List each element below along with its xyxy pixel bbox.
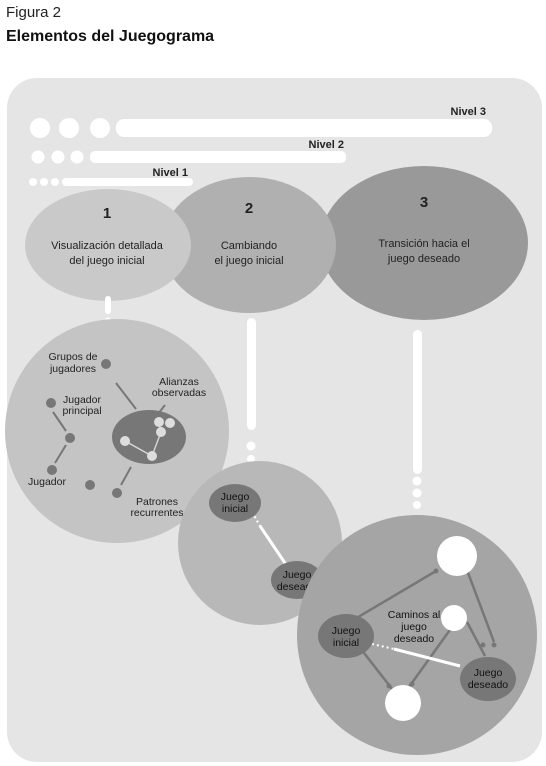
level1-bar (62, 178, 193, 186)
deseado-line1: Juego (474, 667, 503, 679)
white-node (437, 536, 477, 576)
deseado-line1: Juego (283, 569, 312, 581)
stage2-number: 2 (245, 200, 253, 217)
stage3-number: 3 (420, 194, 428, 211)
player-dot (46, 398, 56, 408)
level2-dot (51, 150, 65, 164)
player-dot (112, 488, 122, 498)
label-principal-line2: principal (62, 405, 101, 417)
alliance-dot (156, 427, 166, 437)
caminos-line3: deseado (394, 633, 434, 645)
alliance-dot (165, 418, 175, 428)
label-patrones-line2: recurrentes (130, 507, 183, 519)
stage1-ellipse (25, 189, 191, 301)
juego-inicial-node (318, 614, 374, 658)
path-line (393, 647, 461, 668)
caminos-line1: Caminos al (388, 609, 441, 621)
stage2-ellipse (162, 177, 336, 313)
figure-label: Figura 2 (6, 4, 62, 21)
level3-dot (59, 118, 79, 138)
level2-label: Nivel 2 (309, 139, 344, 151)
player-dot (85, 480, 95, 490)
level2-dot (31, 150, 45, 164)
figure-title: Elementos del Juegograma (6, 28, 215, 45)
label-alianzas-line2: observadas (152, 387, 206, 399)
label-principal-line1: Jugador (63, 394, 101, 406)
inicial-line2: inicial (333, 637, 359, 649)
path-line (258, 525, 289, 567)
deseado-line2: deseado (468, 679, 508, 691)
player-dot (101, 359, 111, 369)
stage3-ellipse (320, 166, 528, 320)
white-node (385, 685, 421, 721)
level3-dot (30, 118, 50, 138)
level2-bar (90, 151, 346, 163)
stage2-text-line1: Cambiando (221, 240, 277, 252)
juego-inicial-node (209, 484, 261, 522)
level1-dot (40, 178, 48, 186)
player-dot (47, 465, 57, 475)
connector-3 (412, 330, 422, 509)
label-alianzas-line1: Alianzas (159, 376, 199, 388)
level3-bar (116, 119, 492, 137)
stage1-text-line1: Visualización detallada (51, 240, 164, 252)
level1-dot (51, 178, 59, 186)
label-grupos-line2: jugadores (49, 363, 96, 375)
connector-2 (246, 318, 256, 463)
detail1-group: Grupos de jugadores Alianzas observadas … (5, 319, 229, 543)
level3-label: Nivel 3 (451, 106, 486, 118)
stage3-text-line2: juego deseado (387, 253, 460, 265)
alliance-dot (154, 417, 164, 427)
player-dot (65, 433, 75, 443)
stage2-text-line2: el juego inicial (214, 255, 283, 267)
white-node (441, 605, 467, 631)
inicial-line1: Juego (221, 491, 250, 503)
path-dotted (371, 643, 395, 650)
caminos-line2: juego (400, 621, 427, 633)
label-jugador: Jugador (28, 476, 66, 488)
inicial-line2: inicial (222, 503, 248, 515)
level1-label: Nivel 1 (153, 167, 188, 179)
level3-dot (90, 118, 110, 138)
stage3-text-line1: Transición hacia el (378, 238, 469, 250)
alliance-dot (147, 451, 157, 461)
alliance-dot (120, 436, 130, 446)
juego-deseado-node (460, 657, 516, 701)
inicial-line1: Juego (332, 625, 361, 637)
level2-dot (70, 150, 84, 164)
label-grupos-line1: Grupos de (48, 351, 97, 363)
stage1-text-line2: del juego inicial (69, 255, 144, 267)
label-patrones-line1: Patrones (136, 496, 178, 508)
detail2-group: Juego inicial Juego deseado (178, 461, 342, 625)
detail3-group: Juego inicial Caminos al juego deseado J… (297, 515, 537, 755)
level1-dot (29, 178, 37, 186)
stage1-number: 1 (103, 205, 111, 222)
level-bars: Nivel 3 Nivel 2 Nivel 1 (29, 106, 492, 186)
